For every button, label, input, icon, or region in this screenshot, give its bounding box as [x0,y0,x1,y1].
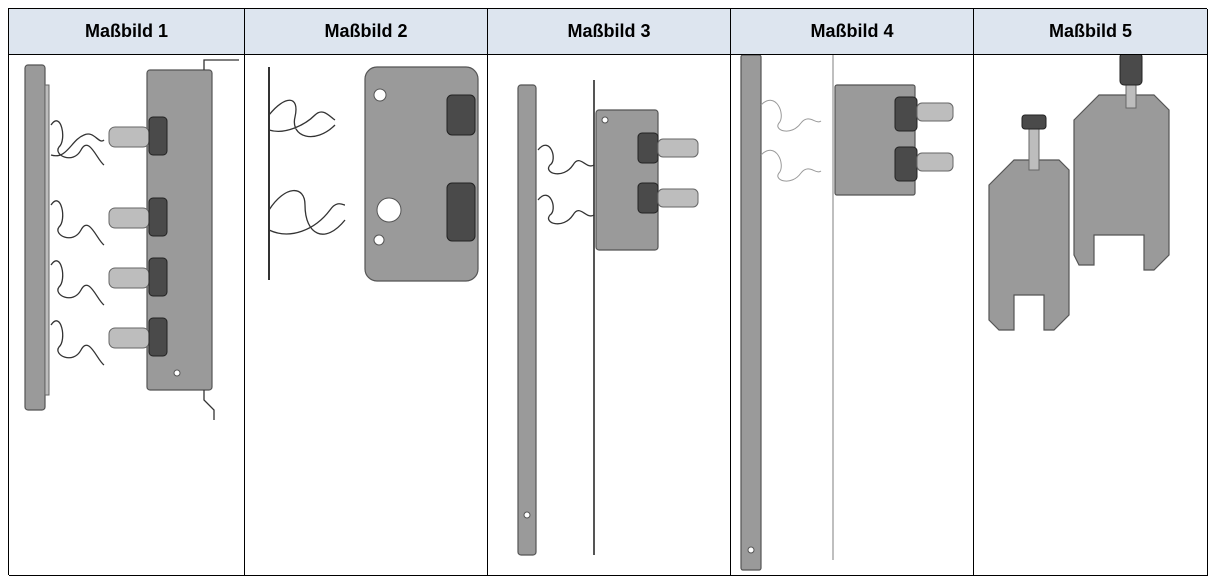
drawing-5-image [988,55,1170,331]
drawing-3-image [517,80,699,556]
header-massbild-2: Maßbild 2 [245,9,488,55]
clamp-right [1073,55,1170,271]
drawing-cell-4 [731,55,974,576]
drawing-cell-5 [974,55,1208,576]
drawing-1-image [24,59,239,420]
drawing-4-image [740,55,954,571]
drawing-cell-1 [9,55,245,576]
header-massbild-3: Maßbild 3 [488,9,731,55]
drawing-cell-3 [488,55,731,576]
dimension-drawings-table: Maßbild 1 Maßbild 2 Maßbild 3 Maßbild 4 … [8,8,1208,576]
header-massbild-1: Maßbild 1 [9,9,245,55]
drawing-2-image [268,66,479,282]
clip-row [50,120,105,166]
clamp-left [988,114,1070,331]
header-massbild-4: Maßbild 4 [731,9,974,55]
header-massbild-5: Maßbild 5 [974,9,1208,55]
drawing-cell-2 [245,55,488,576]
